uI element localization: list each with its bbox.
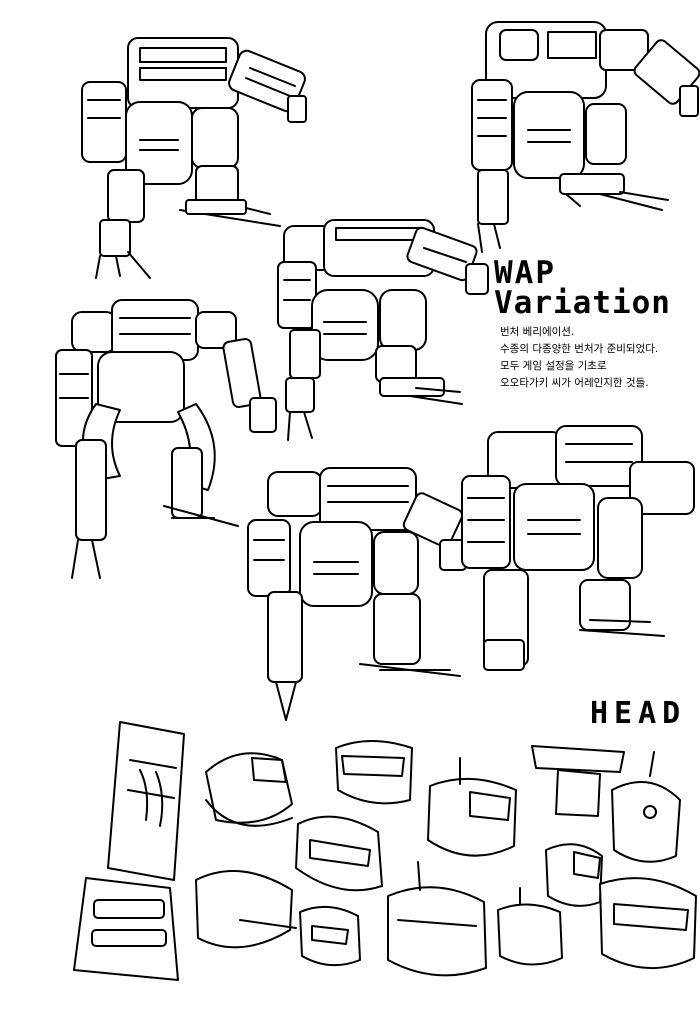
head-2: [335, 740, 413, 805]
mech-6: [461, 425, 695, 671]
head-12: [599, 877, 697, 969]
mech-3: [277, 219, 489, 441]
head-10: [387, 861, 487, 977]
head-4: [531, 745, 625, 817]
head-7: [545, 843, 603, 907]
mech-1: [81, 37, 307, 279]
title-block: WAP Variation: [494, 255, 694, 321]
mech-2: [471, 21, 700, 253]
head-section-label: HEAD: [590, 696, 687, 731]
description-line-2: 수종의 다종양한 번처가 준비되었다.: [500, 343, 659, 355]
title-variation: Variation: [494, 285, 671, 321]
head-1: [205, 752, 293, 827]
head-3: [427, 757, 517, 857]
description-text: 번처 베리에이션. 수종의 다종양한 번처가 준비되었다. 모두 게임 설정을 …: [500, 324, 696, 392]
head-6: [295, 815, 383, 892]
mech-5: [247, 467, 467, 721]
head-5: [611, 751, 681, 863]
head-11: [497, 887, 563, 966]
description-line-4: 오오타가키 씨가 어레인지한 것들.: [500, 377, 649, 389]
title-wap: WAP: [494, 255, 556, 291]
description-line-1: 번처 베리에이션.: [500, 326, 575, 338]
head-8: [195, 870, 297, 949]
head-9: [299, 905, 361, 967]
description-line-3: 모두 게임 설정을 기초로: [500, 360, 607, 372]
tall-head-unit: [73, 721, 185, 981]
mech-4: [55, 299, 277, 579]
